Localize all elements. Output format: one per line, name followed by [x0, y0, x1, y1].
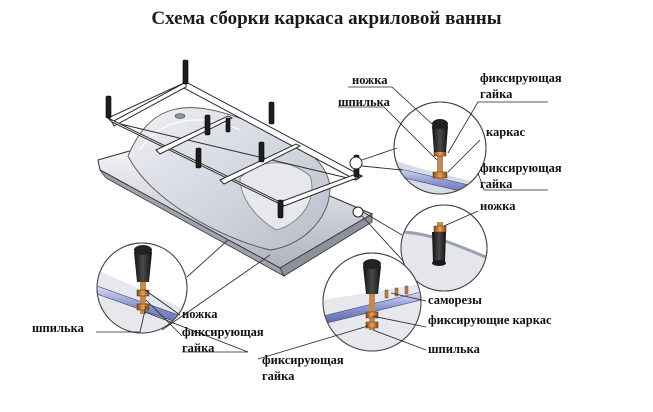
corner-markers	[349, 156, 364, 218]
label-nut-top-line1: фиксирующая	[480, 71, 562, 85]
label-stud-left: шпилька	[32, 321, 84, 335]
label-nut-right-line2: гайка	[480, 177, 513, 191]
leader-lines	[96, 86, 548, 360]
label-nut-top-line2: гайка	[480, 87, 513, 101]
detail-circle-leg-mid	[400, 204, 488, 292]
label-fixing-frame: фиксирующие каркас	[428, 313, 552, 327]
label-nut-left-line1: фиксирующая	[182, 325, 264, 339]
label-leg-top: ножка	[352, 73, 388, 87]
connector-lines	[161, 147, 405, 331]
label-nut-right-line1: фиксирующая	[480, 161, 562, 175]
diagram-title: Схема сборки каркаса акриловой ванны	[151, 8, 502, 29]
label-stud-bottom: шпилька	[428, 342, 480, 356]
label-nut-bottom-line2: гайка	[262, 369, 295, 383]
label-leg-left: ножка	[182, 307, 218, 321]
detail-circle-screws	[322, 252, 422, 352]
label-nut-left-line2: гайка	[182, 341, 215, 355]
label-leg-right: ножка	[480, 199, 516, 213]
label-nut-bottom-line1: фиксирующая	[262, 353, 344, 367]
detail-circle-leg-top	[393, 101, 487, 195]
label-frame: каркас	[486, 125, 526, 139]
label-stud-top: шпилька	[338, 95, 390, 109]
detail-circle-leg-left	[96, 242, 188, 334]
label-screws: саморезы	[428, 293, 482, 307]
